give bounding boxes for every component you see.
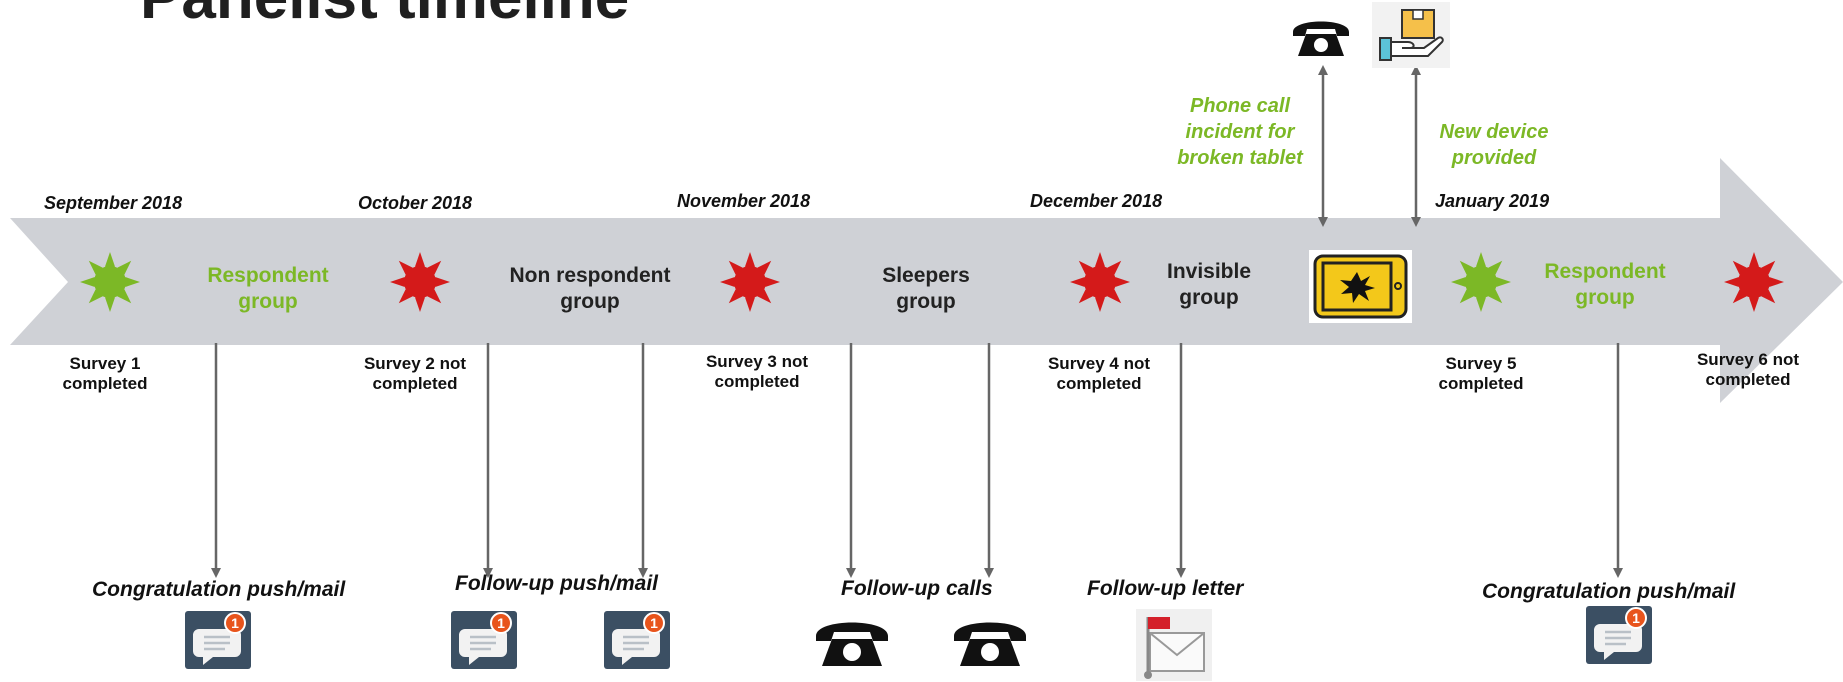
- group-label-respondent: Respondent group: [178, 263, 358, 315]
- phone-icon: [816, 622, 888, 666]
- survey-line: completed: [62, 374, 148, 393]
- event-new-device: New device provided: [1414, 119, 1574, 171]
- svg-text:1: 1: [650, 615, 658, 631]
- survey-label: Survey 1 completed: [40, 354, 170, 394]
- group-line: Non respondent: [509, 264, 671, 287]
- survey-label: Survey 2 not completed: [350, 354, 480, 394]
- group-line: Invisible: [1166, 260, 1252, 283]
- event-line: provided: [1451, 147, 1537, 169]
- survey-line: completed: [1705, 370, 1791, 389]
- timeline-arrow: [10, 158, 1843, 403]
- survey-line: completed: [1438, 374, 1524, 393]
- svg-text:1: 1: [1632, 610, 1640, 626]
- sun-icon: [390, 252, 450, 312]
- action-congratulation: Congratulation push/mail: [92, 578, 346, 601]
- sun-icon: [1724, 252, 1784, 312]
- date-label: January 2019: [1435, 191, 1550, 211]
- chat-notification-icon: 1: [451, 611, 517, 669]
- sun-icon: [720, 252, 780, 312]
- group-line: Respondent: [207, 264, 329, 287]
- survey-line: Survey 2 not: [363, 354, 467, 373]
- date-label: October 2018: [358, 193, 473, 213]
- survey-markers: [80, 252, 1784, 312]
- group-line: Respondent: [1544, 260, 1666, 283]
- action-followup-push: Follow-up push/mail: [455, 572, 658, 595]
- group-label-invisible: Invisible group: [1129, 259, 1289, 311]
- phone-icon: [1293, 21, 1349, 56]
- survey-line: completed: [714, 372, 800, 391]
- svg-text:1: 1: [497, 615, 505, 631]
- group-line: group: [1575, 286, 1635, 309]
- survey-line: Survey 6 not: [1696, 350, 1800, 369]
- group-line: Sleepers: [882, 264, 970, 287]
- group-line: group: [1179, 286, 1239, 309]
- package-hand-icon: [1372, 2, 1450, 68]
- group-line: group: [560, 290, 620, 313]
- event-line: broken tablet: [1177, 147, 1303, 169]
- sun-icon: [1451, 252, 1511, 312]
- event-line: incident for: [1185, 121, 1295, 143]
- survey-label: Survey 5 completed: [1416, 354, 1546, 394]
- survey-label: Survey 4 not completed: [1034, 354, 1164, 394]
- date-label: September 2018: [44, 193, 183, 213]
- event-phone-call: Phone call incident for broken tablet: [1160, 93, 1320, 171]
- survey-line: Survey 3 not: [705, 352, 809, 371]
- survey-line: Survey 1: [69, 354, 141, 373]
- broken-tablet-icon: [1309, 250, 1412, 323]
- date-label: December 2018: [1030, 191, 1163, 211]
- group-line: group: [896, 290, 956, 313]
- group-line: group: [238, 290, 298, 313]
- chat-notification-icon: 1: [1586, 606, 1652, 664]
- sun-icon: [80, 252, 140, 312]
- chat-notification-icon: 1: [604, 611, 670, 669]
- group-label-non-respondent: Non respondent group: [500, 263, 680, 315]
- action-followup-calls: Follow-up calls: [841, 577, 993, 600]
- chat-notification-icon: 1: [185, 611, 251, 669]
- action-congratulation: Congratulation push/mail: [1482, 580, 1736, 603]
- event-line: New device: [1439, 121, 1549, 143]
- group-label-respondent: Respondent group: [1515, 259, 1695, 311]
- survey-line: completed: [1056, 374, 1142, 393]
- group-label-sleepers: Sleepers group: [846, 263, 1006, 315]
- survey-label: Survey 3 not completed: [692, 352, 822, 392]
- mail-flag-icon: [1136, 609, 1212, 681]
- connector-lines: [211, 65, 1623, 578]
- survey-line: Survey 4 not: [1047, 354, 1151, 373]
- survey-label: Survey 6 not completed: [1683, 350, 1813, 390]
- sun-icon: [1070, 252, 1130, 312]
- svg-text:1: 1: [231, 615, 239, 631]
- survey-line: Survey 5: [1445, 354, 1517, 373]
- event-line: Phone call: [1189, 95, 1291, 117]
- phone-icon: [954, 622, 1026, 666]
- date-label: November 2018: [677, 191, 811, 211]
- action-followup-letter: Follow-up letter: [1087, 577, 1244, 600]
- survey-line: completed: [372, 374, 458, 393]
- page-title: Panelist timeline: [140, 0, 629, 33]
